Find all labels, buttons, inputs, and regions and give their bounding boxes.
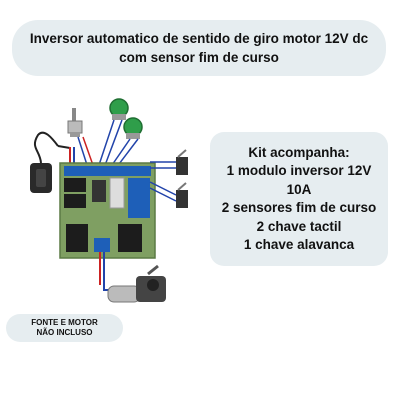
- power-adapter-icon: [30, 131, 71, 193]
- kit-heading: Kit acompanha:: [248, 144, 350, 160]
- title-line-1: Inversor automatico de sentido de giro m…: [29, 31, 369, 46]
- note-line-2: NÃO INCLUSO: [36, 328, 93, 337]
- kit-item: 2 chave tactil: [256, 218, 342, 234]
- kit-item: 10A: [286, 181, 312, 197]
- toggle-switch-icon: [67, 108, 83, 137]
- title-line-2: com sensor fim de curso: [119, 50, 279, 65]
- kit-item: 1 modulo inversor 12V: [226, 163, 372, 178]
- note-line-1: FONTE E MOTOR: [31, 318, 98, 327]
- push-button-icon: [109, 98, 143, 139]
- power-wires: [69, 147, 75, 165]
- relay-board-icon: [59, 162, 156, 259]
- not-included-note: FONTE E MOTOR NÃO INCLUSO: [6, 314, 123, 342]
- kit-item: 1 chave alavanca: [243, 237, 355, 252]
- kit-contents-panel: Kit acompanha: 1 modulo inversor 12V 10A…: [210, 132, 388, 266]
- dc-gear-motor-icon: [107, 264, 166, 303]
- title-banner: Inversor automatico de sentido de giro m…: [12, 20, 386, 76]
- kit-item: 2 sensores fim de curso: [221, 200, 377, 215]
- limit-switch-icon: [149, 149, 188, 208]
